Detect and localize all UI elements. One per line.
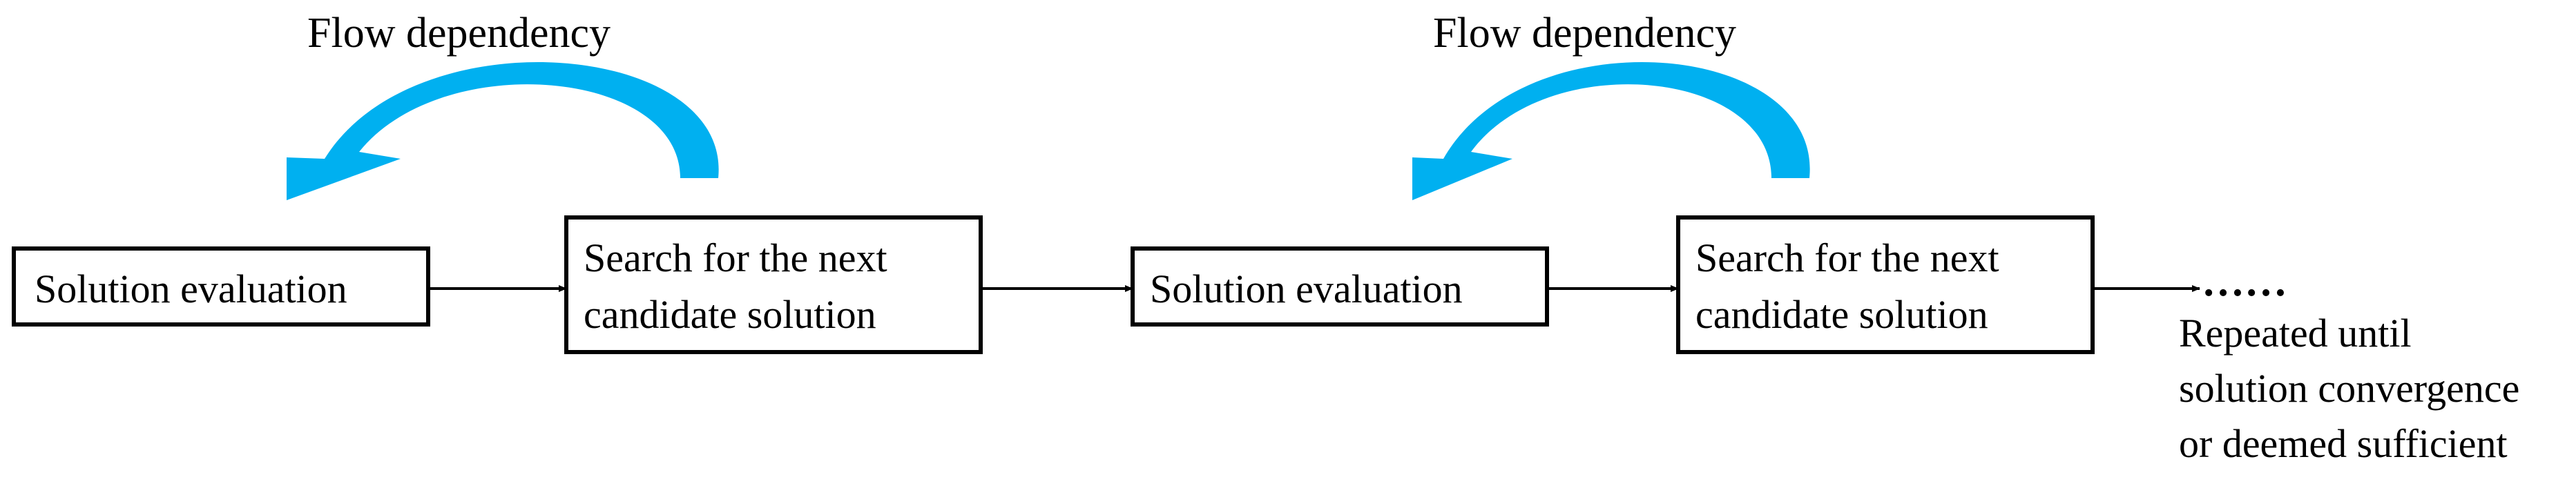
continuation-ellipsis: …… (2202, 258, 2287, 305)
step-label-solution-evaluation-1: Solution evaluation (35, 266, 347, 311)
step-box-search-next-candidate-1: Search for the next candidate solution (564, 215, 983, 354)
step-box-search-next-candidate-2: Search for the next candidate solution (1676, 215, 2095, 354)
step-label-search-line1-1: Search for the next (584, 235, 887, 280)
step-box-solution-evaluation-2: Solution evaluation (1131, 246, 1549, 327)
step-box-solution-evaluation-1: Solution evaluation (12, 246, 430, 327)
flow-dependency-label-1: Flow dependency (307, 10, 611, 57)
step-label-search-line1-2: Search for the next (1695, 235, 1999, 280)
step-label-search-line2-2: candidate solution (1695, 292, 1988, 337)
flow-dependency-arrow-1 (287, 61, 719, 200)
flow-dependency-label-2: Flow dependency (1433, 10, 1736, 57)
continuation-note-line-2: solution convergence (2179, 366, 2519, 411)
step-label-search-line2-1: candidate solution (584, 292, 876, 337)
continuation-note-line-1: Repeated until (2179, 311, 2412, 356)
flow-dependency-arrow-2 (1412, 61, 1810, 200)
step-label-solution-evaluation-2: Solution evaluation (1150, 266, 1463, 311)
continuation-note-line-3: or deemed sufficient (2179, 421, 2508, 466)
